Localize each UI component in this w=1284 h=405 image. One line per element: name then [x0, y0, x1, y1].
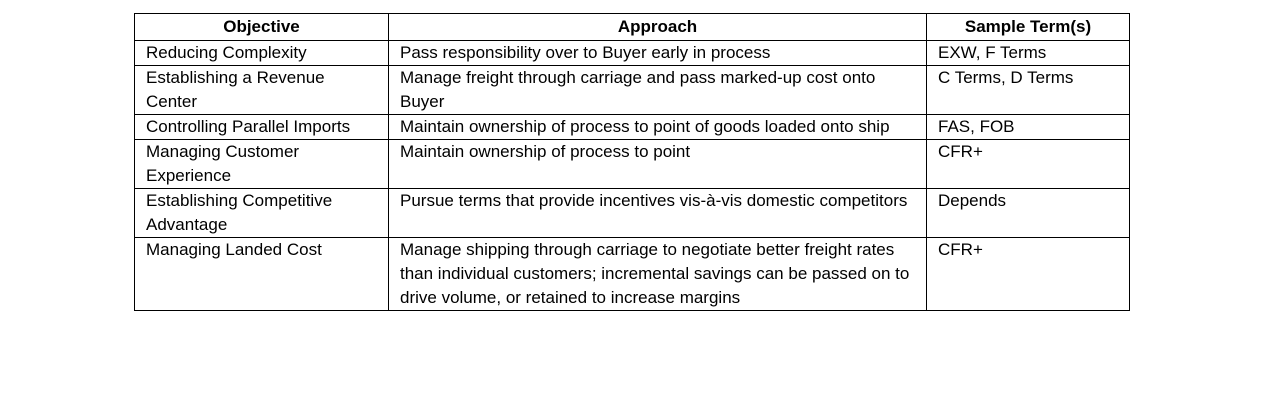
table-header-row: Objective Approach Sample Term(s)	[134, 13, 1130, 41]
table-row: Controlling Parallel Imports Maintain ow…	[134, 114, 1130, 140]
sample-terms-cell: FAS, FOB	[926, 114, 1130, 140]
objective-cell: Establishing Competitive Advantage	[134, 188, 389, 238]
table-row: Establishing a Revenue Center Manage fre…	[134, 65, 1130, 115]
sample-terms-cell: CFR+	[926, 237, 1130, 311]
approach-cell: Manage freight through carriage and pass…	[388, 65, 927, 115]
sample-terms-cell: C Terms, D Terms	[926, 65, 1130, 115]
table-row: Establishing Competitive Advantage Pursu…	[134, 188, 1130, 238]
sample-terms-cell: CFR+	[926, 139, 1130, 189]
table-row: Managing Landed Cost Manage shipping thr…	[134, 237, 1130, 311]
objective-cell: Managing Landed Cost	[134, 237, 389, 311]
objective-cell: Establishing a Revenue Center	[134, 65, 389, 115]
approach-cell: Pass responsibility over to Buyer early …	[388, 40, 927, 66]
objective-cell: Controlling Parallel Imports	[134, 114, 389, 140]
objective-cell: Reducing Complexity	[134, 40, 389, 66]
approach-cell: Pursue terms that provide incentives vis…	[388, 188, 927, 238]
header-approach: Approach	[388, 13, 927, 41]
objective-cell: Managing Customer Experience	[134, 139, 389, 189]
header-sample-terms: Sample Term(s)	[926, 13, 1130, 41]
incoterms-objectives-table: Objective Approach Sample Term(s) Reduci…	[134, 13, 1130, 311]
table-row: Managing Customer Experience Maintain ow…	[134, 139, 1130, 189]
table-row: Reducing Complexity Pass responsibility …	[134, 40, 1130, 66]
approach-cell: Maintain ownership of process to point	[388, 139, 927, 189]
header-objective: Objective	[134, 13, 389, 41]
approach-cell: Maintain ownership of process to point o…	[388, 114, 927, 140]
sample-terms-cell: EXW, F Terms	[926, 40, 1130, 66]
approach-cell: Manage shipping through carriage to nego…	[388, 237, 927, 311]
sample-terms-cell: Depends	[926, 188, 1130, 238]
